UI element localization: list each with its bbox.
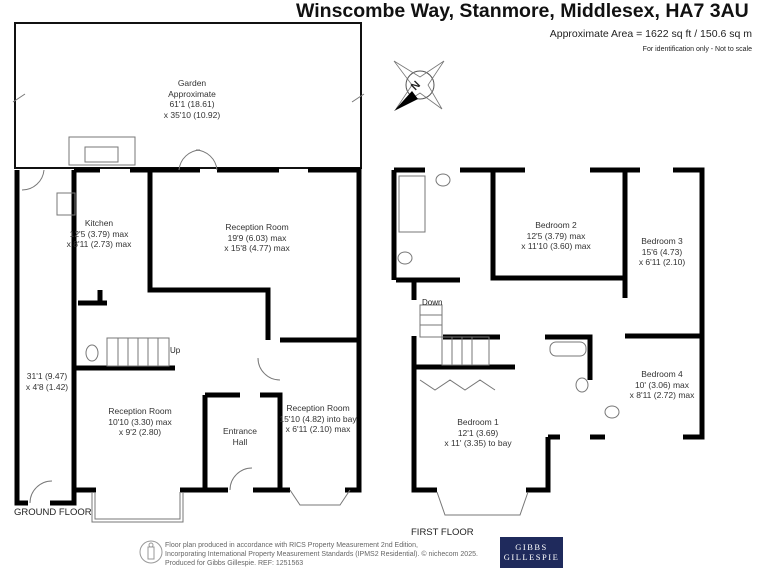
stairs-up-label: Up — [170, 346, 181, 355]
first-floor-label: FIRST FLOOR — [411, 527, 474, 538]
room-dimension: 12'1 (3.69) — [457, 427, 499, 438]
room-name-sub: Approximate — [168, 88, 216, 99]
room-label-bedroom-3: Bedroom 3 15'6 (4.73) x 6'11 (2.10) — [639, 236, 685, 268]
room-dimension: 15'6 (4.73) — [641, 246, 683, 257]
room-label-reception-room-front-right: Reception Room 15'10 (4.82) into bay x 6… — [279, 403, 356, 435]
footer-line: Produced for Gibbs Gillespie. REF: 12515… — [165, 560, 304, 567]
scale-note: For identification only - Not to scale — [642, 46, 752, 53]
logo-line: GIBBS — [515, 542, 548, 552]
room-dimension: x 6'11 (2.10) max — [285, 424, 351, 434]
approximate-area: Approximate Area = 1622 sq ft / 150.6 sq… — [549, 28, 752, 40]
room-label-bedroom-2: Bedroom 2 12'5 (3.79) max x 11'10 (3.60)… — [521, 220, 591, 252]
room-name: Bedroom 1 — [457, 417, 499, 427]
room-dimension: x 8'11 (2.72) max — [629, 390, 695, 400]
first-floor-walls — [391, 167, 705, 493]
room-name: Entrance — [222, 426, 258, 436]
room-dimension: 10' (3.06) max — [634, 379, 690, 390]
logo-line: GILLESPIE — [503, 552, 560, 562]
room-dimension: 31'1 (9.47) — [26, 371, 68, 381]
room-dimension: x 4'8 (1.42) — [25, 381, 69, 392]
room-name-sub: Hall — [232, 436, 248, 447]
room-dimension: 10'10 (3.30) max — [108, 416, 172, 427]
room-name: Reception Room — [108, 406, 172, 416]
room-dimension: x 8'11 (2.73) max — [66, 239, 132, 249]
room-dimension: x 6'11 (2.10) — [638, 257, 686, 267]
room-name: Reception Room — [225, 222, 289, 232]
room-dimension: x 11' (3.35) to bay — [444, 438, 512, 448]
property-address-title: Winscombe Way, Stanmore, Middlesex, HA7 … — [296, 0, 749, 22]
room-dimension: x 15'8 (4.77) max — [224, 243, 290, 253]
room-label-bedroom-4: Bedroom 4 10' (3.06) max x 8'11 (2.72) m… — [630, 369, 695, 401]
stairs-down-label: Down — [422, 298, 443, 307]
room-name: Kitchen — [84, 218, 114, 228]
room-dimension: x 9'2 (2.80) — [118, 427, 162, 437]
footer-line: Incorporating International Property Mea… — [165, 551, 478, 558]
ground-floor-walls — [14, 167, 362, 506]
room-dimension: 12'5 (3.79) max — [69, 228, 129, 239]
room-name: Bedroom 2 — [535, 220, 577, 230]
room-label-kitchen: Kitchen 12'5 (3.79) max x 8'11 (2.73) ma… — [67, 218, 132, 250]
room-dimension: 15'10 (4.82) into bay — [279, 413, 357, 424]
room-name: Bedroom 4 — [641, 369, 683, 379]
room-label-reception-room-rear: Reception Room 19'9 (6.03) max x 15'8 (4… — [224, 222, 289, 254]
compass-rose — [393, 60, 445, 111]
first-floor-details — [397, 173, 620, 516]
room-label-bedroom-1: Bedroom 1 12'1 (3.69) x 11' (3.35) to ba… — [444, 417, 511, 449]
room-dimension: x 35'10 (10.92) — [163, 109, 221, 120]
room-label-garden: Garden Approximate 61'1 (18.61) x 35'10 … — [164, 78, 220, 120]
ground-floor-details — [12, 93, 365, 523]
room-dimension: 12'5 (3.79) max — [526, 230, 586, 241]
ground-floor-label: GROUND FLOOR — [14, 507, 92, 518]
room-dimension: 19'9 (6.03) max — [227, 232, 287, 243]
footer-disclaimer: Floor plan produced in accordance with R… — [165, 541, 478, 568]
room-name: Garden — [177, 78, 207, 88]
room-name: Reception Room — [286, 403, 350, 413]
room-label-entrance-hall: Entrance Hall — [223, 426, 257, 447]
room-dimension: x 11'10 (3.60) max — [521, 241, 591, 251]
room-label-side-passage: 31'1 (9.47) x 4'8 (1.42) — [26, 371, 68, 392]
person-icon — [139, 540, 163, 564]
gibbs-gillespie-logo: GIBBS GILLESPIE — [500, 537, 563, 568]
footer-line: Floor plan produced in accordance with R… — [165, 542, 418, 549]
room-name: Bedroom 3 — [641, 236, 683, 246]
room-label-reception-room-front-left: Reception Room 10'10 (3.30) max x 9'2 (2… — [108, 406, 172, 438]
room-dimension: 61'1 (18.61) — [169, 99, 215, 109]
